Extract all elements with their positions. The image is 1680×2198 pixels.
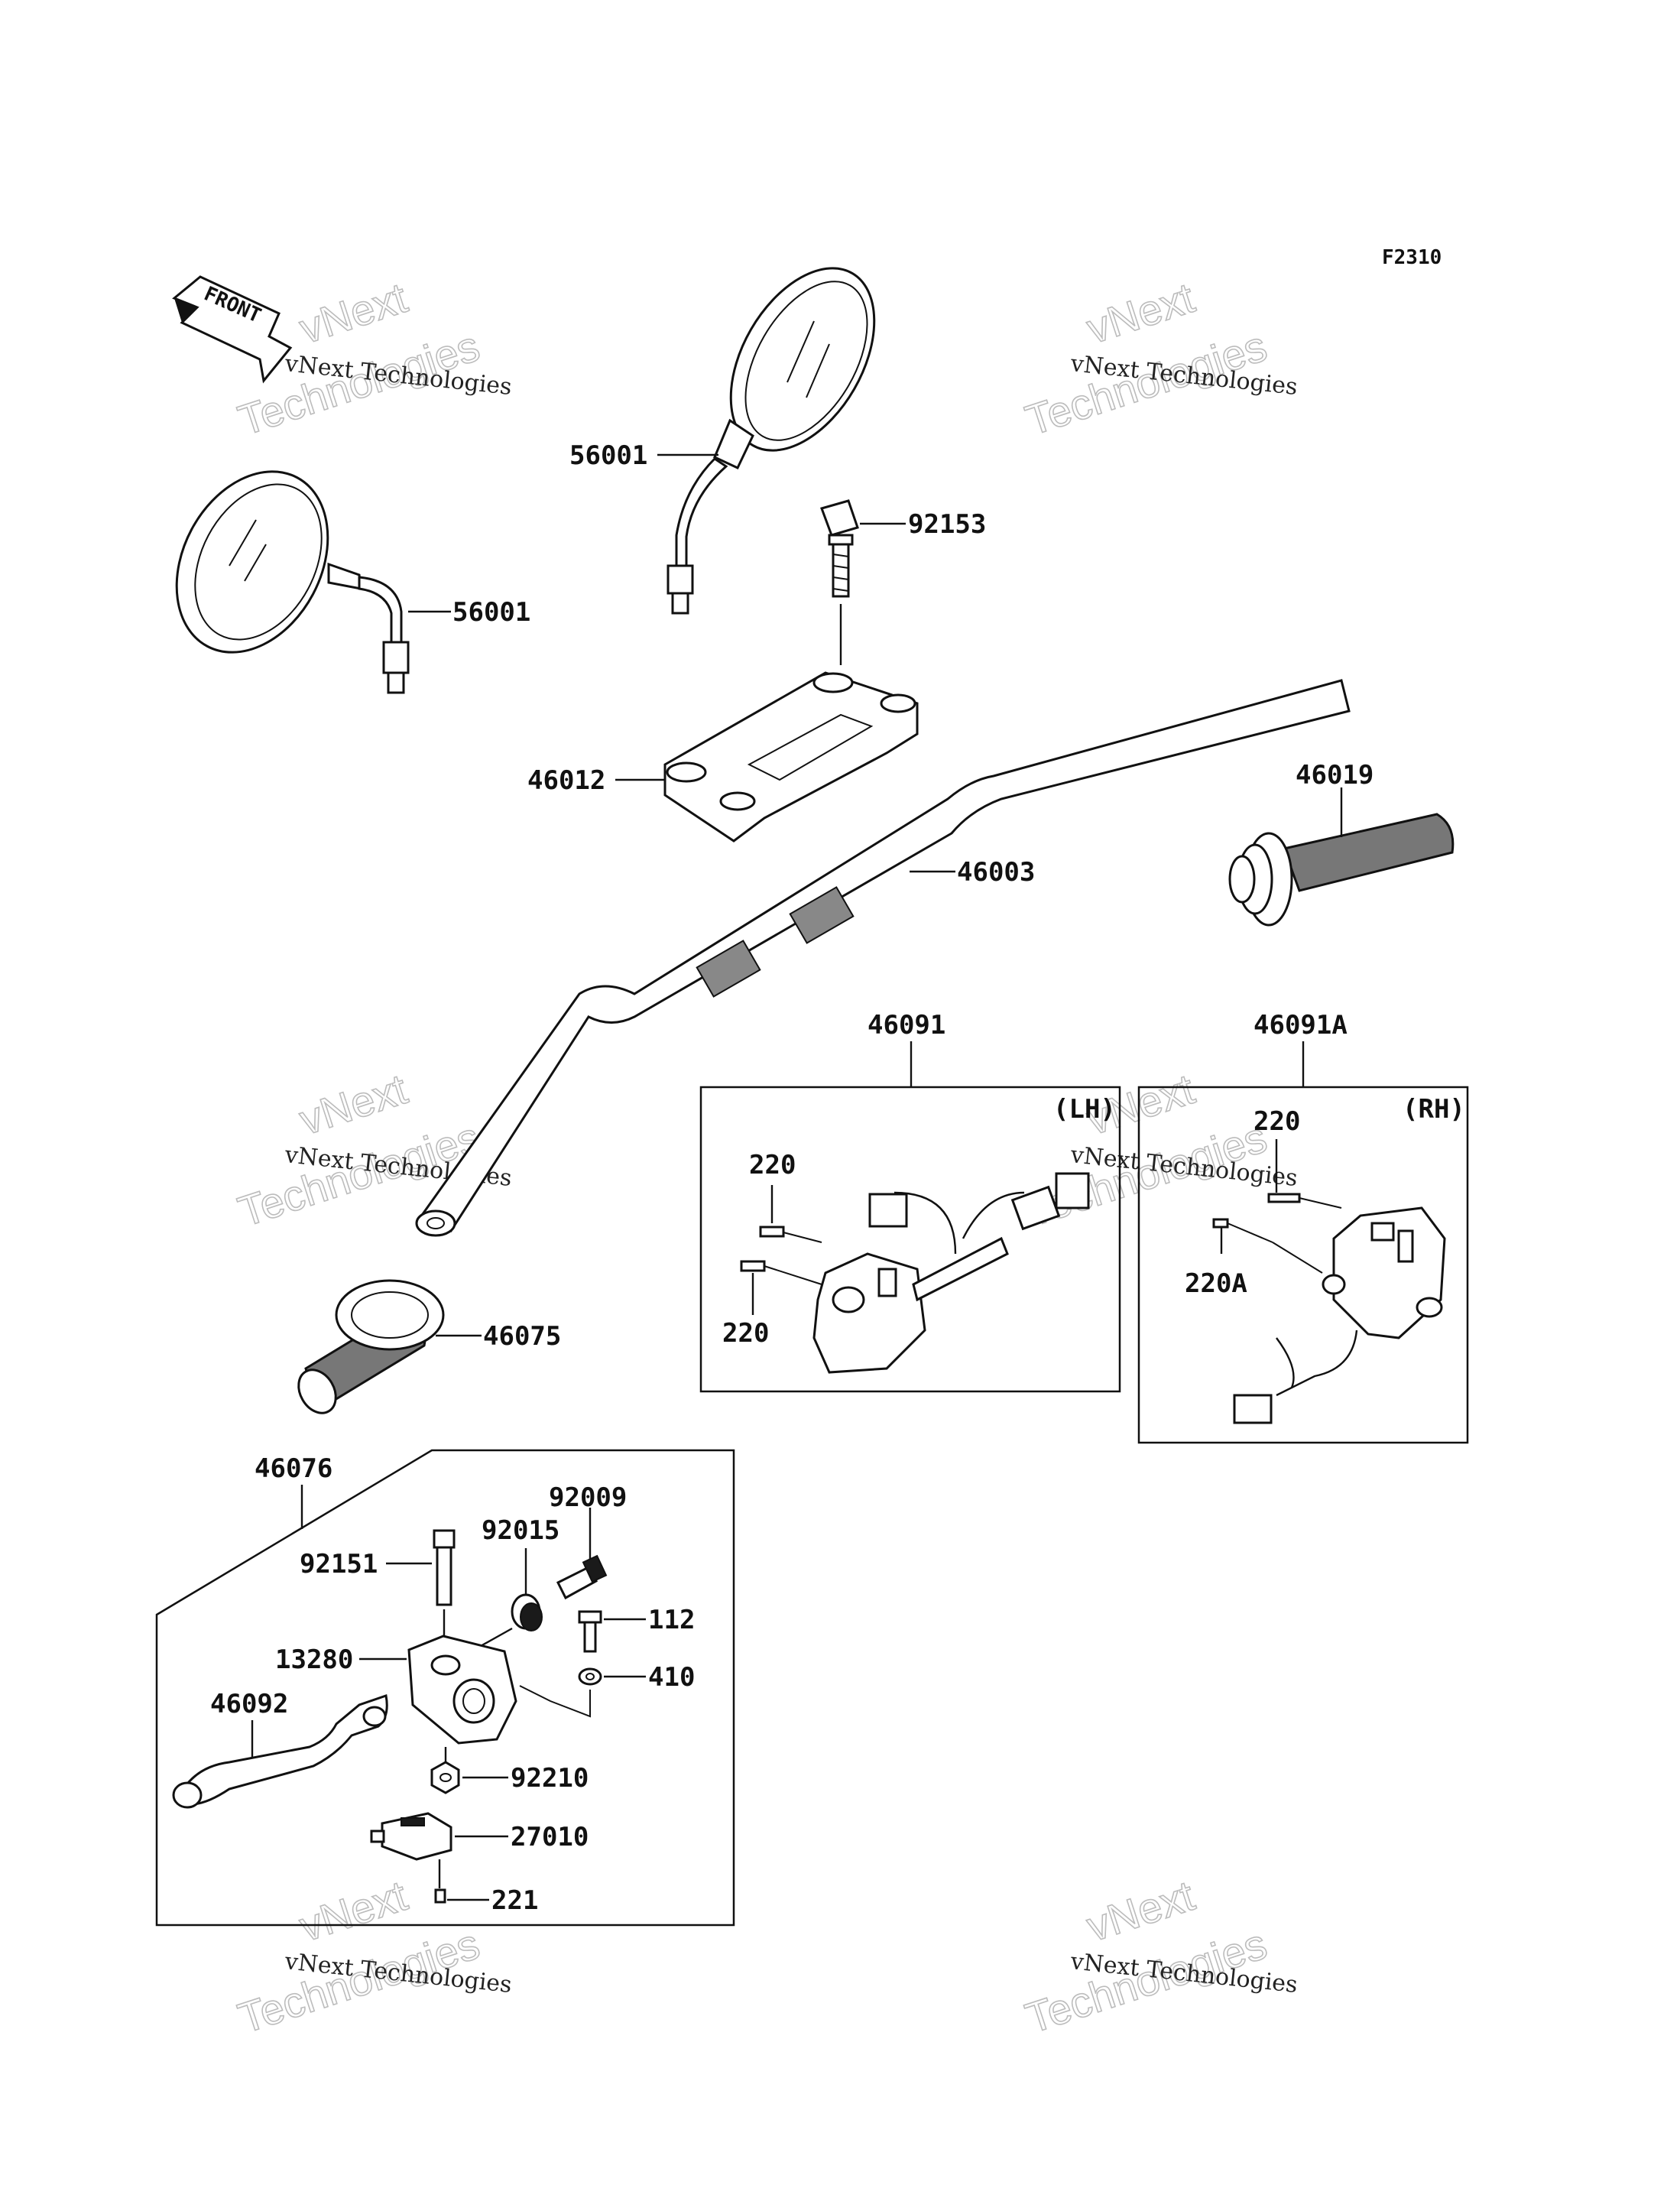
- part-410: [578, 1667, 602, 1686]
- bolt-92153-part: [820, 499, 859, 598]
- bolt-92151-part: [433, 1529, 456, 1606]
- lever-46092-part: [172, 1694, 388, 1809]
- label-mirror-left: 56001: [452, 597, 530, 628]
- label-13280: 13280: [275, 1644, 353, 1675]
- watermark-mid-right: vNext Technologies vNext Technologies: [1019, 1063, 1299, 1236]
- screw-220-b-part: [740, 1260, 766, 1272]
- label-throttle-grip: 46019: [1296, 760, 1374, 791]
- grip-46075-part: [297, 1279, 445, 1414]
- mirror-top-part: [666, 267, 876, 615]
- lh-switch-part: [812, 1172, 1090, 1374]
- part-92009: [556, 1554, 608, 1600]
- watermark-top-right: vNext Technologies vNext Technologies: [1019, 272, 1299, 445]
- watermark-bottom-right: vNext Technologies vNext Technologies: [1019, 1870, 1299, 2043]
- label-mirror-top: 56001: [569, 440, 647, 471]
- screw-220a-part: [1212, 1218, 1229, 1229]
- label-grip-46075: 46075: [483, 1321, 561, 1352]
- label-screw-220-a: 220: [749, 1150, 796, 1180]
- label-screw-220a: 220A: [1185, 1268, 1247, 1299]
- handlebar-46003-part: [415, 679, 1351, 1237]
- label-side-rh: (RH): [1403, 1094, 1465, 1125]
- label-switch-lh: 46091: [868, 1010, 945, 1041]
- part-112: [578, 1610, 602, 1653]
- label-92015: 92015: [482, 1515, 559, 1546]
- label-92151: 92151: [300, 1549, 378, 1580]
- label-92009: 92009: [549, 1482, 627, 1513]
- label-92210: 92210: [511, 1763, 589, 1794]
- label-side-lh: (LH): [1053, 1094, 1116, 1125]
- lever-assy-frame: [155, 1449, 735, 1927]
- screw-220-c-part: [1267, 1193, 1301, 1203]
- label-27010: 27010: [511, 1822, 589, 1852]
- svg-text:vNext: vNext: [1081, 273, 1200, 352]
- throttle-grip-46019-part: [1228, 813, 1455, 927]
- label-screw-220-c: 220: [1254, 1106, 1300, 1137]
- svg-text:vNext: vNext: [294, 1064, 413, 1144]
- label-lever-assy: 46076: [255, 1453, 332, 1484]
- svg-text:vNext: vNext: [1081, 1871, 1200, 1950]
- label-221: 221: [491, 1885, 538, 1916]
- rh-switch-part: [1233, 1206, 1446, 1424]
- svg-text:vNext: vNext: [294, 1871, 413, 1950]
- label-switch-rh: 46091A: [1254, 1010, 1348, 1041]
- label-bolt-92153: 92153: [908, 509, 986, 540]
- switch-27010-part: [370, 1812, 452, 1861]
- label-holder-46012: 46012: [527, 765, 605, 796]
- part-221: [434, 1859, 446, 1904]
- part-92210: [430, 1761, 460, 1794]
- front-arrow-icon: FRONT: [172, 275, 293, 384]
- watermark-bottom-left: vNext Technologies vNext Technologies: [232, 1870, 513, 2043]
- label-410: 410: [648, 1662, 695, 1693]
- screw-220-a-part: [759, 1226, 785, 1238]
- part-92015: [511, 1593, 543, 1631]
- svg-text:vNext: vNext: [294, 273, 413, 352]
- holder-46012-part: [663, 671, 919, 843]
- mirror-left-part: [175, 470, 410, 694]
- label-screw-220-b: 220: [722, 1318, 769, 1349]
- label-handlebar-46003: 46003: [957, 857, 1035, 888]
- label-46092: 46092: [210, 1689, 288, 1719]
- bracket-13280-part: [407, 1635, 517, 1745]
- label-112: 112: [648, 1605, 695, 1635]
- figure-code: F2310: [1382, 246, 1442, 269]
